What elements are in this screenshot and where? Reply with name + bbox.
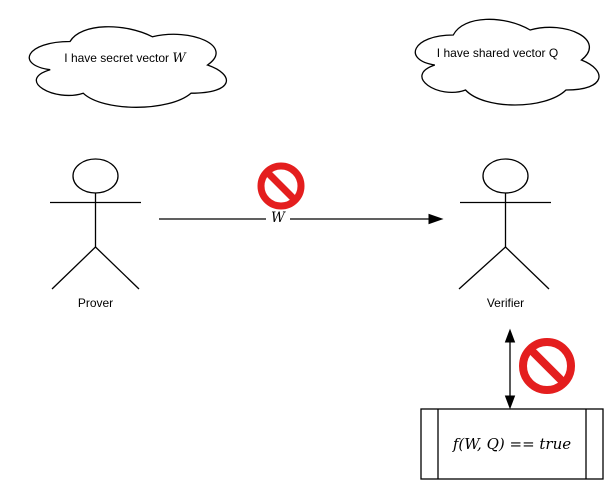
verifier-right-leg bbox=[505, 246, 550, 290]
prohibition-slash-transfer bbox=[264, 169, 298, 203]
right-thought-cloud bbox=[414, 18, 600, 106]
right-cloud-label: I have shared vector Q bbox=[436, 46, 559, 60]
prohibition-circle-verification bbox=[519, 338, 575, 394]
prohibition-icon-verification bbox=[519, 338, 575, 394]
left-cloud-outline bbox=[28, 26, 227, 108]
transfer-arrow bbox=[159, 213, 444, 225]
prohibition-icon-transfer bbox=[257, 162, 305, 210]
prover-right-leg bbox=[95, 246, 140, 290]
verification-formula: f(W, Q) == true bbox=[452, 435, 572, 453]
prover-label: Prover bbox=[77, 296, 114, 310]
right-cloud-outline bbox=[414, 18, 600, 106]
verifier-label: Verifier bbox=[486, 296, 525, 310]
verification-arrowhead-top bbox=[504, 328, 516, 343]
left-cloud-math-symbol: W bbox=[172, 51, 186, 66]
prohibition-circle-transfer bbox=[257, 162, 305, 210]
verification-arrow bbox=[504, 328, 516, 410]
prover-head bbox=[72, 158, 119, 194]
verification-box bbox=[420, 408, 604, 480]
transfer-arrow-label: W bbox=[266, 210, 290, 227]
transfer-arrowhead bbox=[428, 213, 444, 225]
prover-figure bbox=[50, 158, 141, 290]
prohibition-slash-verification bbox=[527, 346, 567, 386]
verifier-figure bbox=[458, 158, 551, 290]
verification-arrowhead-bottom bbox=[504, 395, 516, 410]
verifier-left-leg bbox=[458, 246, 506, 290]
left-thought-cloud bbox=[28, 26, 227, 108]
prover-left-leg bbox=[51, 246, 96, 290]
verification-box-outline bbox=[420, 408, 604, 480]
verifier-head bbox=[482, 158, 529, 194]
left-cloud-label: I have secret vector W bbox=[20, 50, 230, 67]
left-cloud-text: I have secret vector bbox=[64, 51, 173, 65]
